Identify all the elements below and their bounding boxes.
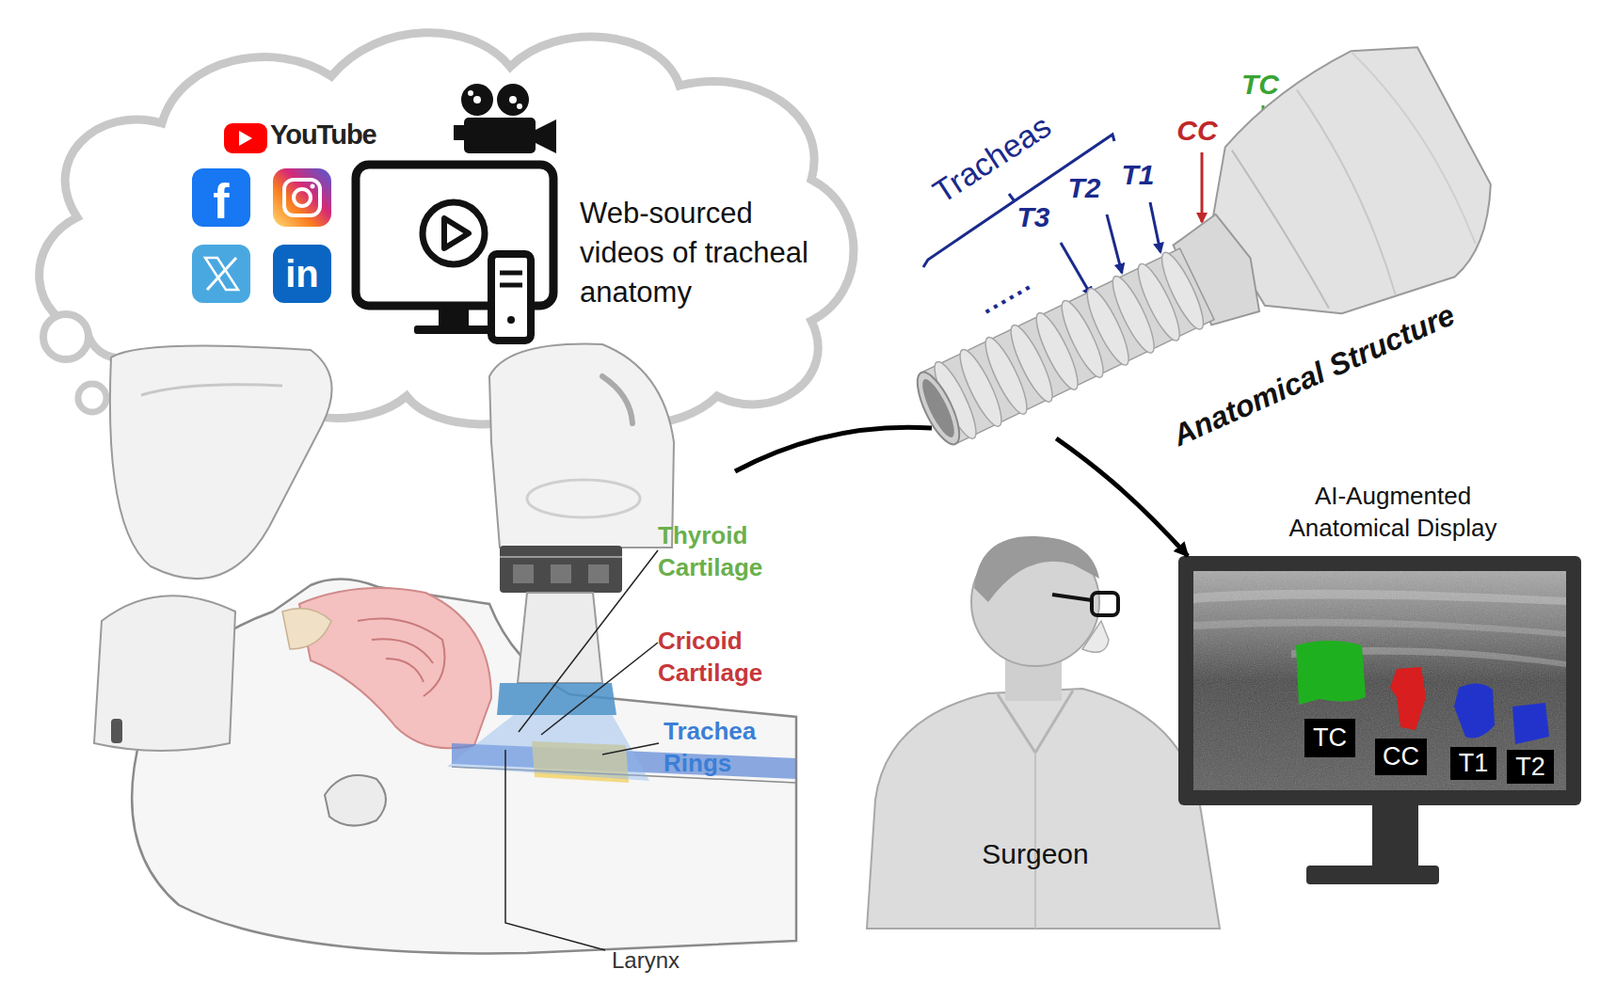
callout-label: TC — [1241, 68, 1280, 101]
segmentation-mask — [1296, 640, 1366, 705]
segmentation-mask — [1454, 683, 1495, 738]
callout-label: T1 — [1120, 159, 1154, 192]
node-title: T1 — [1450, 747, 1497, 781]
pointer-arrow — [1060, 242, 1092, 297]
ultrasound-image — [1193, 571, 1567, 791]
oral-cavity — [299, 588, 492, 749]
probe-coupling — [496, 683, 617, 716]
esophagus-line — [451, 767, 797, 784]
thyroid-gland — [531, 741, 629, 784]
leader-line — [518, 550, 658, 733]
display-monitor: AI-Augmented Anatomical DisplayTCCCT1T2 — [1178, 556, 1582, 806]
patient-head — [131, 578, 797, 954]
cloud-outline — [39, 32, 854, 425]
thought-bubble — [78, 384, 107, 413]
surgeon-body — [866, 688, 1220, 929]
node-title: Web-sourced videos of tracheal anatomy — [579, 193, 827, 313]
leader-line — [505, 750, 606, 951]
nasal-cavity — [282, 608, 332, 650]
pointer-arrow — [1106, 214, 1122, 273]
glasses-arm — [1052, 594, 1092, 601]
monitor-stand — [1372, 803, 1419, 868]
trachea-lumen — [916, 375, 960, 441]
surgeon-hair — [974, 536, 1100, 603]
cartilage-shading — [1296, 85, 1405, 295]
surgeon-mask — [1082, 621, 1109, 653]
group-label: Tracheas — [926, 107, 1057, 210]
segment-tag: T2 — [1506, 750, 1554, 784]
node-title: AI-Augmented Anatomical Display — [1261, 480, 1525, 545]
robot-slot — [111, 719, 123, 744]
pointer-arrow — [1150, 202, 1161, 253]
robot-base — [94, 595, 236, 752]
anatomy-label: Larynx — [611, 947, 680, 975]
logo-glyph: in — [272, 244, 332, 304]
segmentation-mask — [1390, 667, 1426, 731]
segment-tag: CC — [1375, 738, 1427, 776]
thought-cloud: Web-sourced videos of tracheal anatomy — [20, 10, 868, 430]
logo-glyph: f — [192, 168, 251, 227]
trachea-model-drawing — [864, 21, 1520, 510]
node-title: T2 — [1506, 750, 1554, 784]
segmentation-mask — [1512, 703, 1550, 745]
leader-lines — [505, 550, 659, 951]
leader-line — [602, 743, 659, 755]
flow-line — [735, 427, 932, 472]
pointer-arrow — [1200, 152, 1204, 223]
segment-tag: T1 — [1450, 747, 1497, 781]
tongue-line — [371, 639, 433, 664]
surgeon-head — [971, 538, 1100, 667]
callout-label: T2 — [1067, 172, 1101, 205]
flange-block — [588, 564, 609, 584]
figure-label: Surgeon — [981, 838, 1088, 871]
leader-line — [541, 642, 658, 736]
node-title: TC — [1304, 719, 1356, 758]
anatomy-label: Thyroid Cartilage — [657, 520, 785, 585]
glasses — [1091, 592, 1119, 616]
collar — [997, 690, 1073, 753]
robot-flange — [499, 545, 623, 593]
anatomy-label: Trachea Rings — [663, 716, 791, 781]
flange-block — [550, 564, 572, 584]
segment-tag: TC — [1304, 719, 1356, 758]
trachea-tube-model — [921, 248, 1215, 445]
ultrasound-beam — [447, 714, 650, 782]
trachea-ring — [1154, 248, 1211, 335]
node-title: CC — [1375, 738, 1427, 776]
callout-label: T3 — [1016, 201, 1050, 234]
ellipsis-mark: ...... — [974, 266, 1038, 320]
logo-wordmark: YouTube — [270, 119, 377, 151]
robot-seam — [527, 480, 640, 518]
trachea-opening — [909, 367, 968, 450]
callout-label: CC — [1176, 114, 1217, 147]
surgeon-neck — [1005, 649, 1062, 702]
flange-block — [512, 564, 534, 584]
speckle — [1193, 571, 1567, 791]
flow-arrow — [1056, 438, 1188, 557]
head-outline — [131, 578, 797, 954]
cartilage-shading — [1352, 39, 1478, 256]
bracket-tick — [1008, 193, 1015, 202]
ear — [324, 775, 386, 827]
anatomy-label: Cricoid Cartilage — [657, 625, 785, 690]
tongue-line — [385, 658, 424, 683]
flange-band — [499, 556, 623, 559]
monitor-base — [1306, 865, 1440, 885]
ultrasound-probe — [517, 592, 603, 684]
surgeon-figure — [866, 536, 1220, 929]
tongue-line — [357, 619, 446, 698]
trachea-tube — [451, 743, 797, 780]
